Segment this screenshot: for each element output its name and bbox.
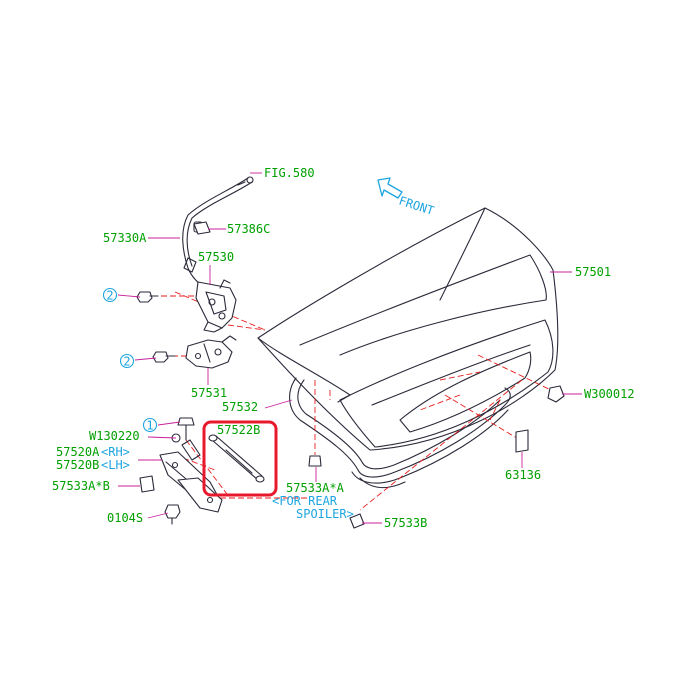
bumper-57533a-a-icon bbox=[308, 455, 322, 467]
bolt-icon bbox=[136, 291, 159, 303]
assembly-lines bbox=[152, 291, 556, 511]
hinge-57520 bbox=[159, 439, 223, 513]
bushing-57533a-b-icon bbox=[139, 475, 155, 493]
label-rh: <RH> bbox=[101, 445, 130, 459]
gas-strut-57522b bbox=[208, 434, 265, 483]
label-for-rear: <FOR REAR bbox=[272, 494, 338, 508]
trunk-lid-57501 bbox=[257, 207, 559, 451]
label-w300012: W300012 bbox=[584, 387, 635, 401]
label-57533a-b: 57533A*B bbox=[52, 479, 110, 493]
striker-57531 bbox=[185, 335, 237, 369]
callout-2-striker: 2 bbox=[119, 353, 135, 369]
leader-lines bbox=[117, 172, 582, 524]
label-63136: 63136 bbox=[505, 468, 541, 482]
label-57531: 57531 bbox=[191, 386, 227, 400]
callout-2b-text: 2 bbox=[123, 355, 130, 369]
callout-1: 1 bbox=[142, 417, 158, 433]
label-57330a: 57330A bbox=[103, 231, 147, 245]
latch-57530 bbox=[195, 279, 237, 333]
label-57532: 57532 bbox=[222, 400, 258, 414]
bolt-0104s-icon bbox=[164, 504, 181, 525]
label-57386c: 57386C bbox=[227, 222, 270, 236]
callout-2a-text: 2 bbox=[106, 289, 113, 303]
label-front: FRONT bbox=[397, 194, 436, 218]
label-0104s: 0104S bbox=[107, 511, 143, 525]
clip-w300012-icon bbox=[547, 385, 565, 403]
label-57520b: 57520B bbox=[56, 458, 99, 472]
label-w130220: W130220 bbox=[89, 429, 140, 443]
clip-57386c-icon bbox=[193, 221, 211, 235]
callout-2-latch: 2 bbox=[102, 287, 118, 303]
callout-1-text: 1 bbox=[146, 419, 153, 433]
sticker-63136-icon bbox=[515, 429, 529, 453]
front-arrow-icon bbox=[377, 177, 403, 199]
bolt-icon bbox=[152, 351, 176, 363]
label-spoiler: SPOILER> bbox=[296, 507, 354, 521]
part-labels: FIG.580 57386C 57330A 57530 57501 57531 … bbox=[52, 166, 635, 530]
label-57533a-a: 57533A*A bbox=[286, 481, 345, 495]
label-57501: 57501 bbox=[575, 265, 611, 279]
label-fig580: FIG.580 bbox=[264, 166, 315, 180]
bolt-w130220-icon bbox=[177, 417, 195, 441]
weatherstrip-57532 bbox=[289, 377, 511, 489]
label-lh: <LH> bbox=[101, 458, 130, 472]
highlight-box-57522b bbox=[202, 420, 278, 497]
label-57530: 57530 bbox=[198, 250, 234, 264]
label-57533b: 57533B bbox=[384, 516, 427, 530]
label-57520a: 57520A bbox=[56, 445, 100, 459]
bumper-57533b-icon bbox=[349, 513, 365, 529]
label-57522b: 57522B bbox=[217, 423, 260, 437]
